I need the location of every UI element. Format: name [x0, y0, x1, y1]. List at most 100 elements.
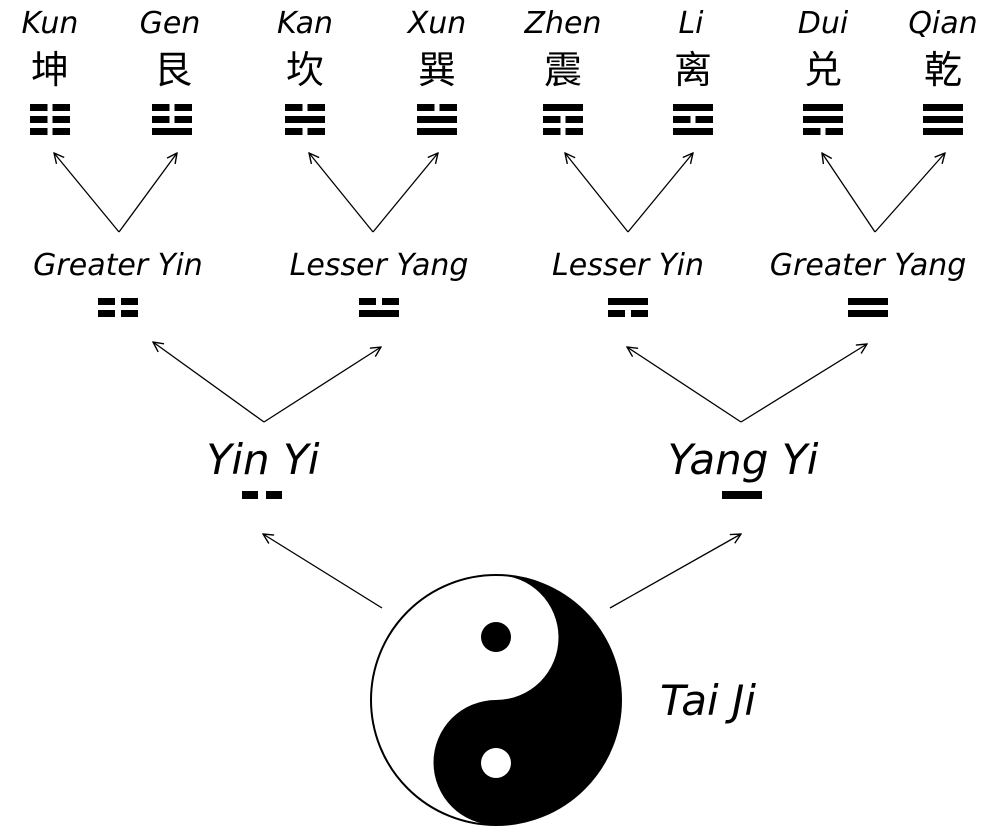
trigram-symbol-li-line-2-yin-2	[695, 116, 713, 123]
yin-yang-icon	[370, 574, 622, 826]
trigram-symbol-kan-line-3-yin-1	[285, 104, 303, 111]
tai-ji-label: Tai Ji	[660, 676, 756, 725]
arrows-taiji-to-yi	[263, 534, 741, 609]
xiang-symbol-lesser-yang-line-2-yin-1	[359, 298, 376, 305]
arrow-to-lesser-yin	[627, 347, 742, 423]
xiang-label-lesser-yin: Lesser Yin	[552, 248, 704, 283]
arrow-to-dui	[822, 153, 876, 233]
yin-yang-dark-dot	[481, 622, 511, 652]
arrows-yi-to-xiang	[153, 342, 867, 423]
trigram-symbol-qian	[923, 104, 963, 135]
yin-yang-light-dot	[481, 748, 511, 778]
trigram-symbol-li	[673, 104, 713, 135]
trigram-symbol-dui	[803, 104, 843, 135]
trigram-symbol-kan-line-3-yin-2	[307, 104, 325, 111]
trigram-symbol-kun-line-1-yin-1	[30, 128, 48, 135]
arrow-to-kun	[54, 153, 120, 233]
yi-row: Yin Yi Yang Yi	[206, 435, 819, 499]
trigram-symbol-zhen-line-2-yin-1	[543, 116, 561, 123]
trigram-hanzi-dui: 兑	[804, 48, 842, 92]
trigram-symbol-qian-line-3-yang	[923, 104, 963, 111]
trigram-name-zhen: Zhen	[523, 6, 601, 41]
trigram-hanzi-kan: 坎	[286, 48, 324, 92]
xiang-label-greater-yang: Greater Yang	[770, 248, 967, 283]
trigram-symbol-kun-line-1-yin-2	[52, 128, 70, 135]
xiang-symbol-greater-yang-line-1-yang	[848, 310, 888, 317]
xiang-symbol-lesser-yin	[608, 298, 648, 317]
yi-symbol-yang	[722, 491, 762, 499]
trigram-symbol-gen-line-3-yin-1	[152, 104, 170, 111]
trigram-symbol-dui-line-2-yang	[803, 116, 843, 123]
trigram-hanzi-xun: 巽	[418, 48, 456, 92]
trigram-symbol-kan-line-2-yang	[285, 116, 325, 123]
yi-label-yin: Yin Yi	[206, 435, 319, 484]
trigram-name-dui: Dui	[798, 6, 849, 41]
trigram-symbols	[30, 104, 963, 135]
trigram-name-gen: Gen	[140, 6, 201, 41]
xiang-symbol-lesser-yin-line-1-yin-2	[631, 310, 648, 317]
trigram-symbol-gen-line-2-yin-1	[152, 116, 170, 123]
arrow-to-gen	[118, 153, 177, 233]
trigram-symbol-zhen-line-1-yin-1	[543, 128, 561, 135]
xiang-symbol-greater-yin-line-1-yin-2	[121, 310, 138, 317]
trigram-name-xun: Xun	[406, 6, 467, 41]
trigram-name-qian: Qian	[908, 6, 977, 41]
trigram-symbol-li-line-3-yang	[673, 104, 713, 111]
trigram-symbol-xun-line-1-yang	[417, 128, 457, 135]
trigram-hanzi-zhen: 震	[544, 48, 582, 92]
xiang-symbol-lesser-yang-line-1-yang	[359, 310, 399, 317]
trigram-hanzi-li: 离	[674, 48, 712, 92]
xiang-symbol-lesser-yang	[359, 298, 399, 317]
trigram-symbol-li-line-2-yin-1	[673, 116, 691, 123]
trigram-symbol-zhen-line-3-yang	[543, 104, 583, 111]
xiang-symbol-lesser-yin-line-2-yang	[608, 298, 648, 305]
trigram-symbol-gen-line-3-yin-2	[174, 104, 192, 111]
arrows-xiang-to-trigrams	[54, 153, 945, 233]
arrow-to-zhen	[565, 153, 629, 233]
arrow-to-lesser-yang	[263, 347, 381, 423]
trigram-symbol-gen	[152, 104, 192, 135]
trigram-symbol-kun-line-3-yin-2	[52, 104, 70, 111]
trigram-symbol-xun-line-2-yang	[417, 116, 457, 123]
xiang-symbol-greater-yang-line-2-yang	[848, 298, 888, 305]
trigram-symbol-dui-line-1-yin-1	[803, 128, 821, 135]
trigram-hanzi-qian: 乾	[924, 48, 962, 92]
arrow-to-qian	[874, 153, 945, 233]
trigram-symbol-kan-line-1-yin-2	[307, 128, 325, 135]
trigram-symbol-qian-line-2-yang	[923, 116, 963, 123]
trigram-symbol-xun-line-3-yin-1	[417, 104, 435, 111]
xiang-symbol-greater-yin-line-2-yin-1	[98, 298, 115, 305]
trigram-symbol-kan-line-1-yin-1	[285, 128, 303, 135]
xiang-symbol-greater-yin-line-2-yin-2	[121, 298, 138, 305]
yi-symbol-yang-line-1-yang	[722, 491, 762, 499]
trigram-symbol-zhen-line-1-yin-2	[565, 128, 583, 135]
xiang-row: Greater Yin Lesser Yang Lesser Yin Great…	[33, 248, 966, 317]
trigram-symbol-kun-line-3-yin-1	[30, 104, 48, 111]
arrow-to-yang-yi	[609, 534, 741, 609]
xiang-symbol-greater-yang	[848, 298, 888, 317]
yi-symbol-yin-line-1-yin-1	[242, 491, 258, 499]
yi-symbol-yin	[242, 491, 282, 499]
trigram-symbol-kun-line-2-yin-1	[30, 116, 48, 123]
yin-yang-outline	[370, 574, 622, 826]
trigram-symbol-qian-line-1-yang	[923, 128, 963, 135]
trigram-symbol-gen-line-2-yin-2	[174, 116, 192, 123]
trigram-symbol-dui-line-1-yin-2	[825, 128, 843, 135]
yin-yang-dark-half	[433, 575, 621, 825]
trigram-symbol-gen-line-1-yang	[152, 128, 192, 135]
trigram-symbol-zhen	[543, 104, 583, 135]
arrow-to-li	[627, 153, 693, 233]
trigram-hanzi-kun: 坤	[31, 48, 69, 92]
trigram-symbol-kun-line-2-yin-2	[52, 116, 70, 123]
yi-label-yang: Yang Yi	[668, 435, 819, 484]
trigram-name-kun: Kun	[22, 6, 79, 41]
arrow-to-yin-yi	[263, 534, 383, 609]
trigram-symbol-li-line-1-yang	[673, 128, 713, 135]
yi-symbol-yin-line-1-yin-2	[266, 491, 282, 499]
xiang-label-lesser-yang: Lesser Yang	[290, 248, 469, 283]
trigram-symbol-zhen-line-2-yin-2	[565, 116, 583, 123]
xiang-symbol-greater-yin	[98, 298, 138, 317]
xiang-label-greater-yin: Greater Yin	[33, 248, 203, 283]
trigram-symbol-xun-line-3-yin-2	[439, 104, 457, 111]
